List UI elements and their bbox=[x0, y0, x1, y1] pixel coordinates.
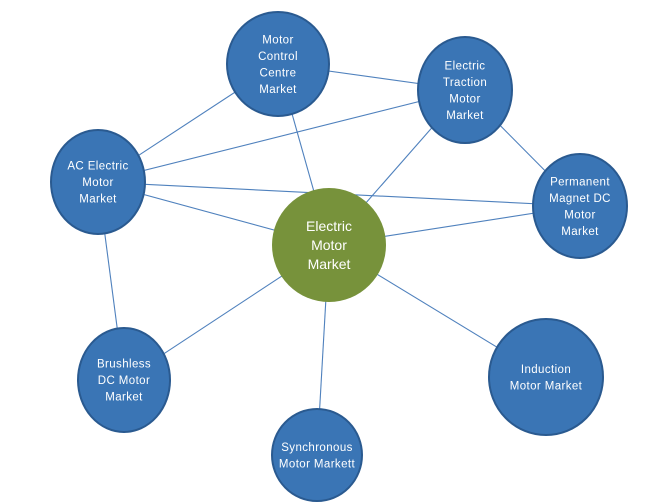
node-label-line: Permanent bbox=[550, 176, 610, 188]
node-label-line: Synchronous bbox=[281, 442, 353, 454]
node-label-line: Brushless bbox=[97, 359, 151, 371]
node-label-line: Motor bbox=[311, 237, 347, 253]
node-label-line: DC Motor bbox=[98, 375, 150, 387]
node-label-line: Motor bbox=[82, 177, 113, 189]
node-label-line: Control bbox=[258, 51, 298, 63]
node-label-line: Motor bbox=[262, 34, 293, 46]
node-label-line: Market bbox=[308, 256, 351, 272]
node-label-line: Traction bbox=[443, 77, 487, 89]
node-shape bbox=[488, 318, 604, 436]
node-label-line: Motor bbox=[449, 93, 480, 105]
nodes-layer: MotorControlCentreMarketElectricTraction… bbox=[50, 11, 628, 502]
node-label-line: Electric bbox=[445, 60, 486, 72]
node-label-line: Motor Markett bbox=[279, 458, 356, 470]
node-shape bbox=[271, 408, 363, 502]
edge-electric-traction-motor-market-to-ac-electric-motor-market bbox=[97, 89, 466, 183]
node-label-line: Market bbox=[105, 392, 143, 404]
node-shape bbox=[226, 11, 330, 117]
node-shape bbox=[417, 36, 513, 144]
node-label-line: Market bbox=[446, 110, 484, 122]
node-label-line: AC Electric bbox=[67, 161, 128, 173]
node-label-line: Magnet DC bbox=[549, 193, 611, 205]
node-shape bbox=[50, 129, 146, 235]
node-label-line: Motor bbox=[564, 209, 595, 221]
node-label-line: Market bbox=[561, 226, 599, 238]
node-label-line: Market bbox=[79, 194, 117, 206]
node-label-line: Induction bbox=[521, 364, 571, 376]
node-shape bbox=[532, 153, 628, 259]
node-label-line: Motor Market bbox=[510, 380, 583, 392]
node-shape bbox=[272, 188, 386, 302]
node-label-line: Centre bbox=[260, 67, 297, 79]
node-label-line: Market bbox=[259, 84, 297, 96]
node-shape bbox=[77, 327, 171, 433]
node-label-line: Electric bbox=[306, 218, 352, 234]
